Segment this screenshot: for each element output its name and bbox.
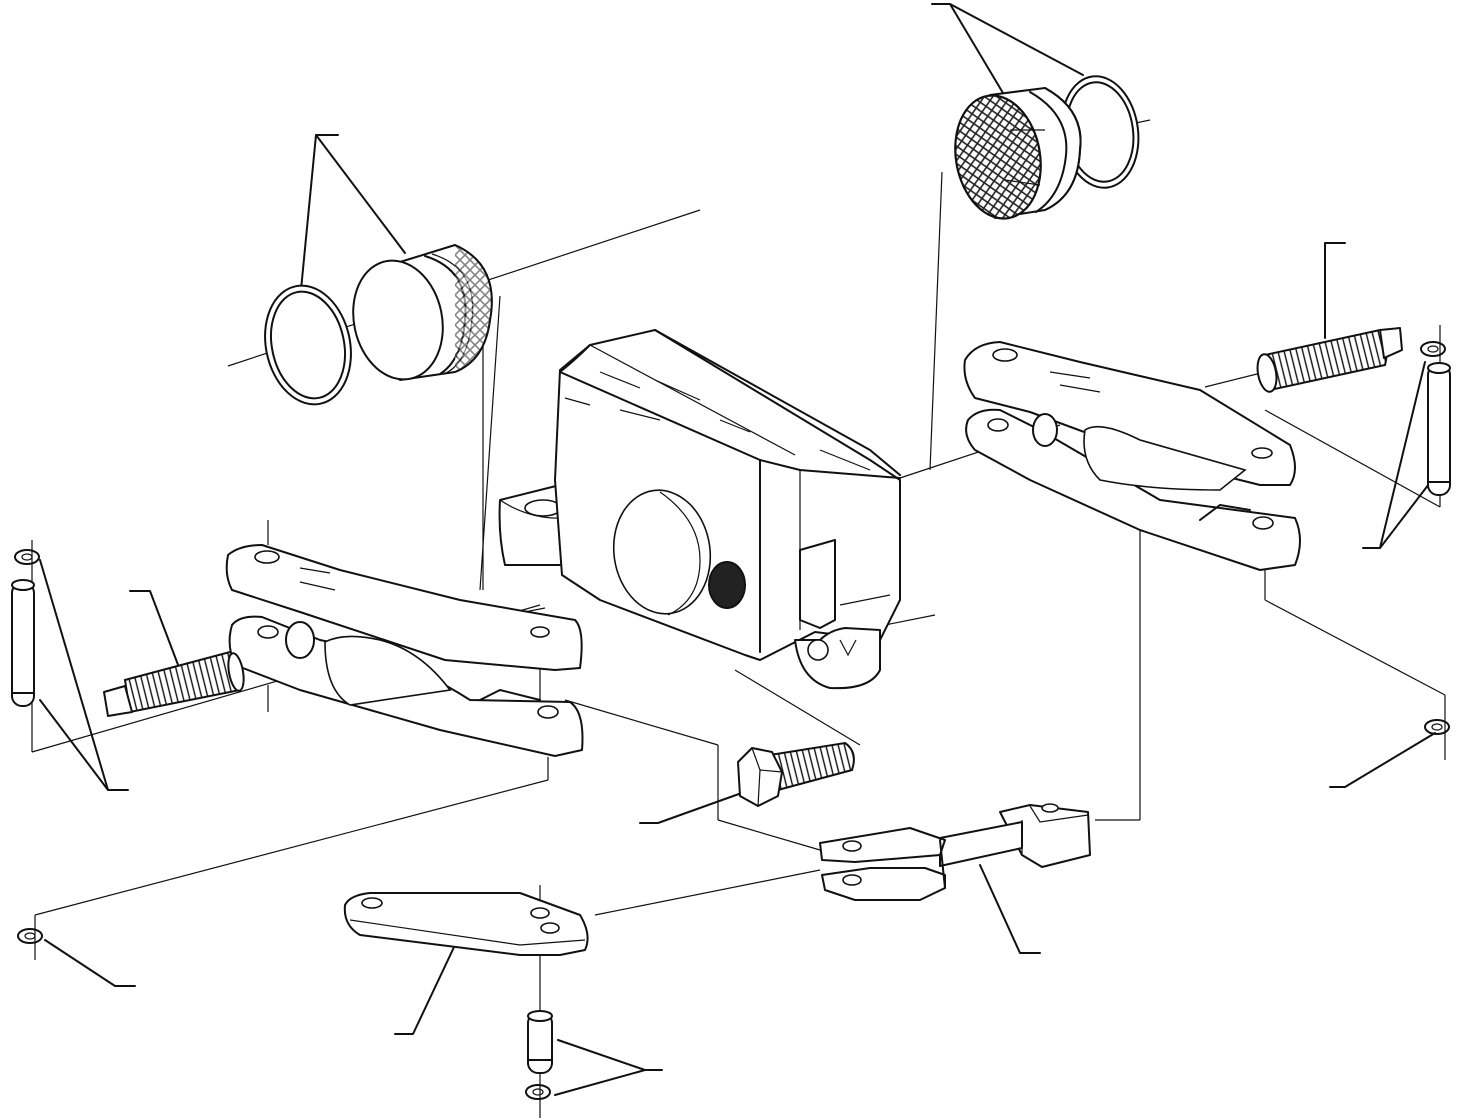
center-line-link-clevis — [594, 869, 821, 916]
callout-leader-right-bottom-clip — [1329, 732, 1436, 788]
circlip-icon — [1420, 341, 1446, 357]
center-line-bolt-housing — [734, 669, 861, 746]
circlip-icon — [14, 549, 40, 565]
center-line-right-screw — [1204, 371, 1266, 388]
callout-leader-clevis — [979, 864, 1041, 954]
callout-leader-bottom-clip — [554, 1069, 646, 1096]
lever-icon — [225, 544, 584, 757]
callout-leader-right-seal — [949, 3, 1084, 76]
piston-icon — [954, 87, 1082, 220]
pin-icon — [527, 1010, 553, 1074]
seal-ring-icon — [264, 284, 352, 406]
callout-leader-left-piston — [315, 134, 406, 254]
callout-leader-right-pin — [1379, 479, 1433, 549]
center-line-right-pin — [1264, 409, 1441, 508]
center-line-left-drop-2 — [479, 295, 501, 591]
caliper-housing-icon — [498, 329, 901, 690]
callout-leader-bolt — [639, 789, 751, 824]
callout-leader-right-screw — [1324, 242, 1346, 339]
callout-leader-link — [394, 944, 456, 1035]
callout-leader-left-bottom-clip — [44, 939, 136, 987]
link-plate-icon — [343, 892, 589, 956]
clevis-icon — [819, 803, 1091, 901]
center-line-bolt-h — [717, 819, 821, 851]
callout-leader-left-pin — [39, 699, 109, 791]
threaded-stud-icon — [1256, 327, 1403, 393]
pin-icon — [1427, 362, 1451, 496]
circlip-icon — [525, 1084, 551, 1100]
callout-leader-left-screw — [129, 590, 181, 671]
piston-icon — [352, 244, 493, 381]
callout-leader-right-clip — [1362, 361, 1426, 549]
center-line-bolt — [564, 699, 719, 746]
callout-leader-left-clip — [39, 559, 129, 791]
hex-bolt-icon — [737, 741, 855, 807]
center-line-right-clip — [1264, 599, 1446, 696]
threaded-stud-icon — [103, 650, 245, 717]
circlip-icon — [1424, 719, 1450, 735]
callout-leader-bottom-pin — [557, 1039, 663, 1071]
pin-icon — [11, 579, 35, 707]
circlip-icon — [17, 928, 43, 944]
callout-leaders — [39, 3, 1436, 1096]
center-line-right-drop — [929, 171, 943, 471]
callout-leader-right-piston — [931, 3, 1004, 94]
center-line-left-clip — [34, 779, 549, 916]
callout-leader-left-seal — [299, 134, 339, 301]
lever-icon — [963, 341, 1301, 571]
